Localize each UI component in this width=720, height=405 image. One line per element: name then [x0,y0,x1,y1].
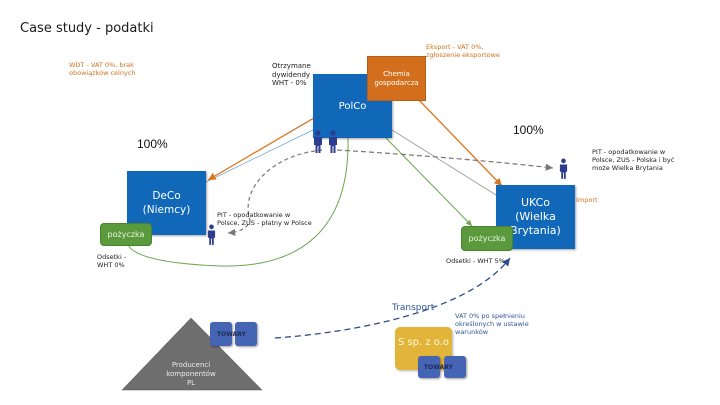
wdt-note-line: WDT - VAT 0%, brak [69,61,134,69]
goods-box [235,322,257,346]
deco-label: DeCo [152,190,181,202]
wdt-note: WDT - VAT 0%, brak obowiązków celnych [69,61,136,77]
employee-arrow-uk [336,149,554,171]
person-icon [314,130,322,153]
pit-uk-line: może Wielka Brytania [592,164,663,172]
ukco-label: (Wielka [515,210,556,223]
export-note: Eksport - VAT 0%, zgłoszenie eksportowe [426,43,500,59]
producers-line: PL [186,379,196,387]
pit-de-note: PIT - opodatkowanie w Polsce, ZUS - płat… [217,211,312,227]
producers-label: Producenci komponentów PL [152,361,230,388]
chemia-entity[interactable]: Chemia gospodarcza [367,56,426,101]
dividend-note: Otrzymane dywidendy WHT - 0% [272,62,311,88]
producers-line: komponentów [166,370,216,378]
goods-box [418,356,440,378]
interest-de-line: Odsetki - [97,253,127,261]
goods-label: TOWARY [424,364,453,371]
vat-transport-line: warunków [455,328,489,336]
dividend-line-uk [391,129,497,196]
person-icon [207,224,216,245]
person-icon [329,130,337,153]
ownership-de: 100% [137,137,168,151]
loan-de[interactable]: pożyczka [100,223,152,246]
deco-label: (Niemcy) [142,204,191,216]
export-note-line: Eksport - VAT 0%, [426,43,484,51]
page-title: Case study - podatki [20,21,154,36]
dividend-note-line: dywidendy [272,70,311,79]
interest-uk-note: Odsetki - WHT 5% [446,257,505,265]
pit-uk-line: Polsce, ZUS - Polska i być [592,156,675,164]
pit-de-line: PIT - opodatkowanie w [217,211,291,219]
dividend-note-line: Otrzymane [272,62,311,70]
goods-box [444,356,466,378]
loan-line-de [127,137,349,267]
producers-line: Producenci [171,361,211,369]
pit-de-line: Polsce, ZUS - płatny w Polsce [217,219,312,227]
producers-triangle [121,317,263,391]
interest-de-line: WHT 0% [97,261,125,269]
dividend-note-line: WHT - 0% [272,79,307,87]
vat-transport-line: określonych w ustawie [455,320,529,328]
person-icon [559,158,568,179]
interest-de-note: Odsetki - WHT 0% [97,253,126,269]
transport-arrow [274,257,511,339]
export-note-line: zgłoszenie eksportowe [426,51,500,59]
loan-arrow-uk [385,137,473,227]
loan-uk[interactable]: pożyczka [461,226,513,251]
vat-transport-note: VAT 0% po spełnieniu określonych w ustaw… [455,312,529,336]
wdt-note-line: obowiązków celnych [69,69,136,77]
goods-box [210,322,232,346]
transport-label: Transport [392,303,435,313]
import-label: Import [576,196,598,204]
dividend-line-de [205,129,314,183]
employee-arrow-de [227,149,323,236]
chemia-label: gospodarcza [374,78,419,87]
chemia-label: Chemia [383,69,410,78]
ownership-uk: 100% [513,123,544,137]
export-arrow [417,98,503,187]
pit-uk-note: PIT - opodatkowanie w Polsce, ZUS - Pols… [592,148,674,172]
goods-label: TOWARY [217,331,246,338]
ukco-label: Brytania) [510,224,561,237]
pit-uk-line: PIT - opodatkowanie w [592,148,666,156]
ukco-label: UKCo [520,196,551,209]
vat-transport-line: VAT 0% po spełnieniu [455,312,525,320]
